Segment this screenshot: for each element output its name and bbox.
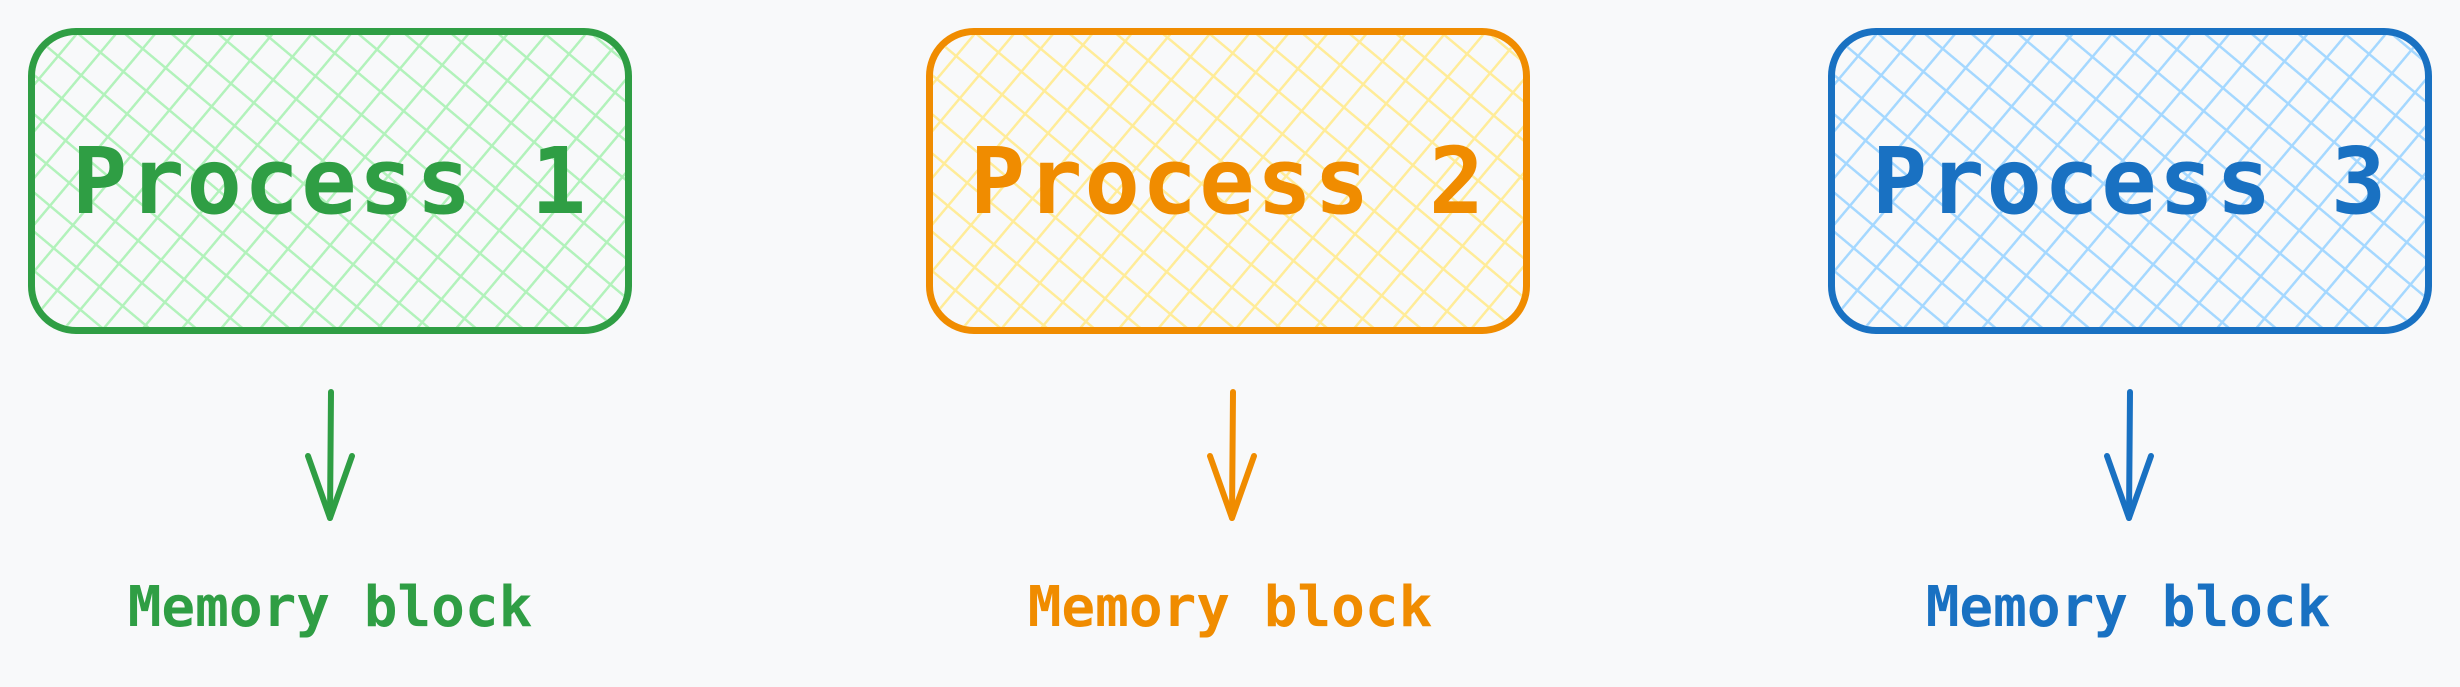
memory-block-3-label: Memory block [1925, 575, 2331, 640]
hatch-fill [1835, 35, 2425, 327]
hatch-fill [35, 35, 625, 327]
memory-block-2-label: Memory block [1027, 575, 1433, 640]
arrow-down-icon [2104, 389, 2154, 521]
process-3-label: Process 3 [1871, 127, 2389, 235]
memory-block-1-label: Memory block [127, 575, 533, 640]
arrow-down-icon [1207, 389, 1257, 521]
process-1-box: Process 1 [28, 28, 632, 334]
process-2-box: Process 2 [926, 28, 1530, 334]
process-1-label: Process 1 [71, 127, 589, 235]
arrow-down-icon [305, 389, 355, 521]
process-3-box: Process 3 [1828, 28, 2432, 334]
process-2-label: Process 2 [969, 127, 1487, 235]
hatch-fill [933, 35, 1523, 327]
